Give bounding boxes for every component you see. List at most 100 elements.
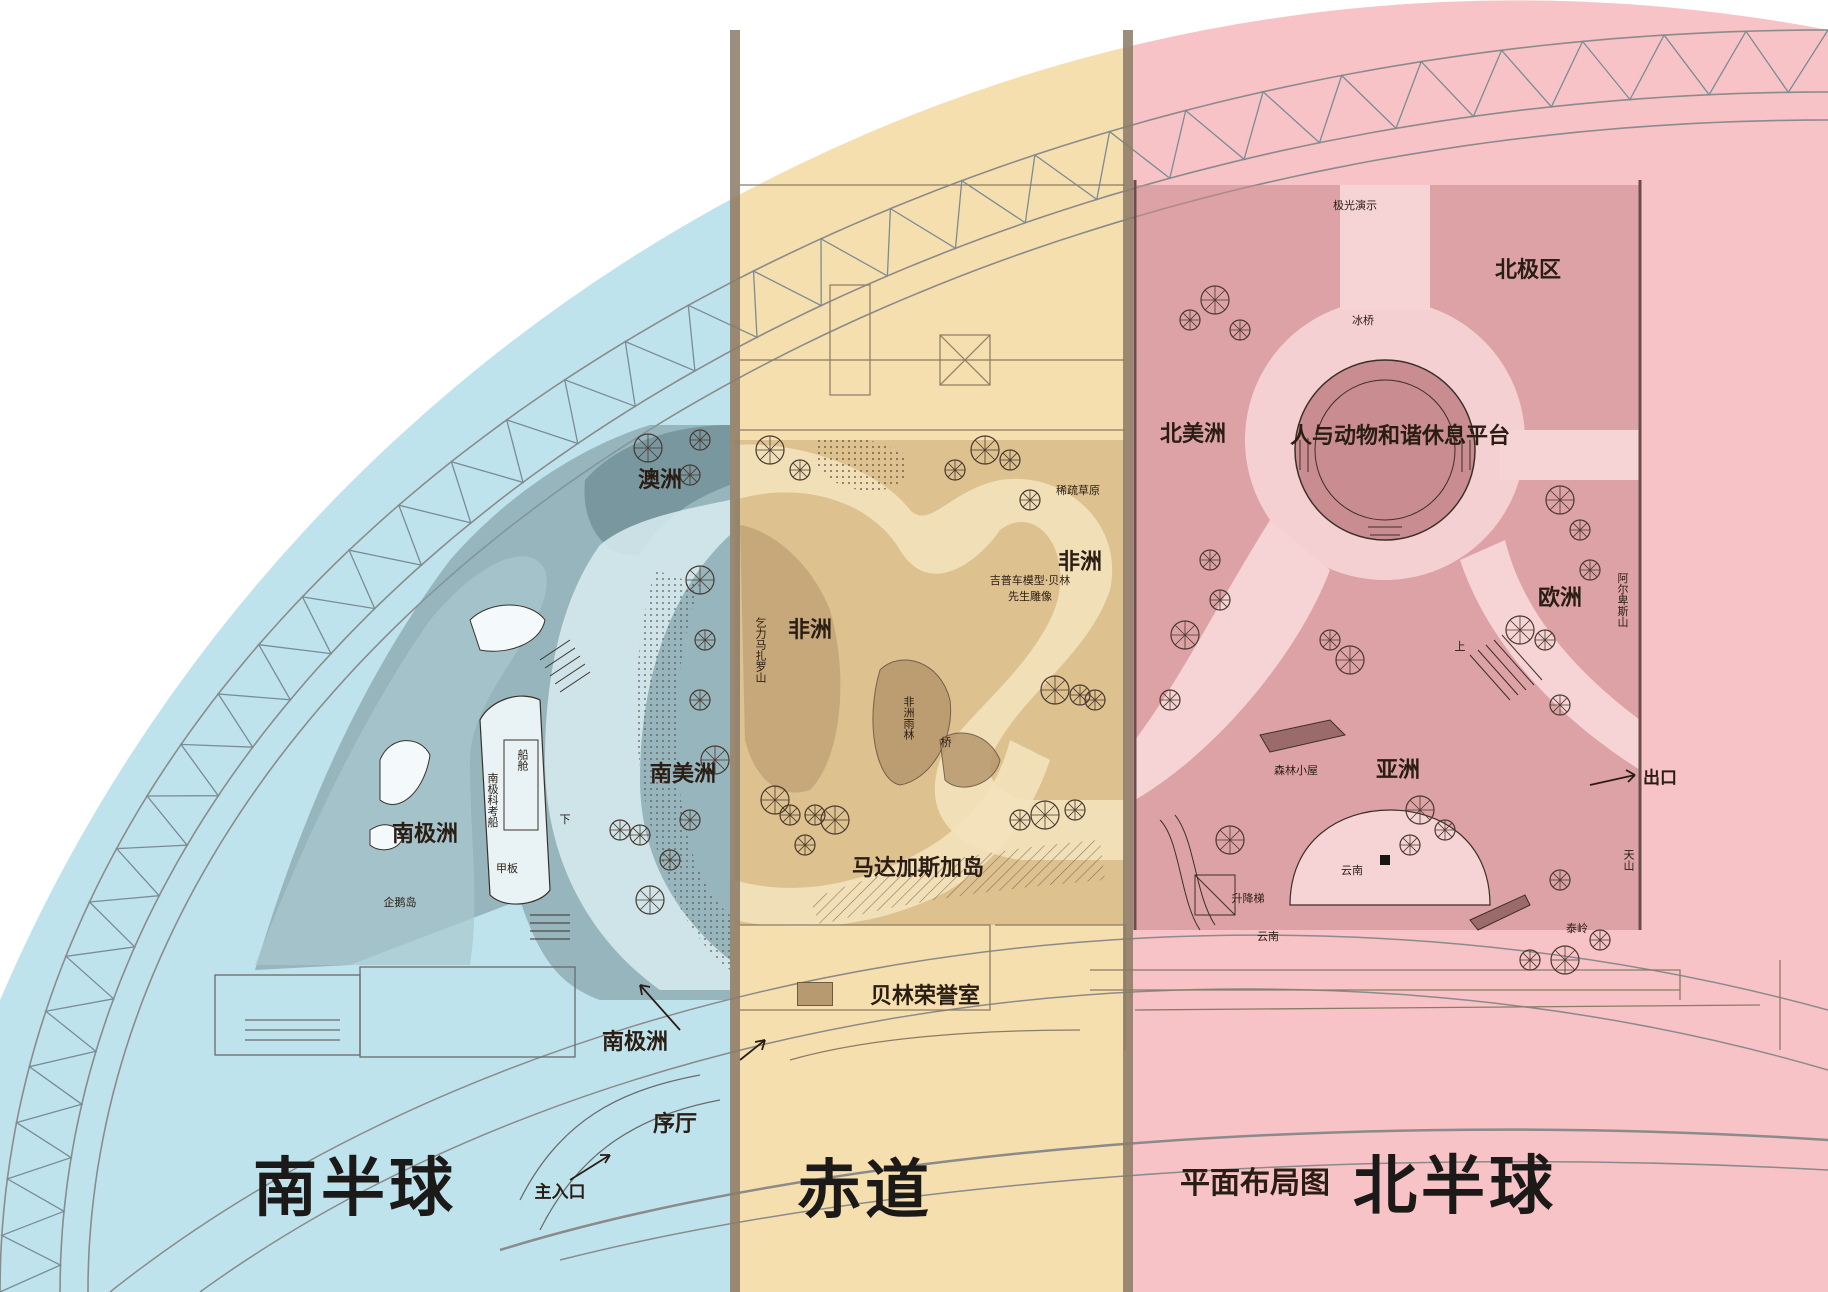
tree-icon-branch	[1212, 592, 1228, 608]
tree-icon-branch	[682, 467, 698, 483]
ship-hull	[479, 695, 551, 905]
lift-spiral	[1159, 814, 1236, 931]
label-lobby: 序厅	[652, 1111, 698, 1137]
zone-label-equator: 赤道	[797, 1154, 933, 1228]
exit-arrow	[1589, 769, 1636, 786]
yunnan-marker	[1380, 855, 1390, 865]
tree-icon-branch	[1592, 932, 1608, 948]
harmony-platform-inner	[1314, 379, 1456, 521]
label-lift: 升降梯	[1231, 892, 1265, 905]
tree-icon-branch	[1339, 649, 1361, 671]
tree-icon-branch	[764, 789, 786, 811]
tree-icon-branch	[797, 837, 813, 853]
tree-icon-branch	[692, 692, 708, 708]
tree-icon-branch	[689, 569, 711, 591]
label-north-america: 北美洲	[1159, 421, 1227, 447]
label-madagascar: 马达加斯加岛	[851, 855, 985, 881]
tree-icon-branch	[1402, 837, 1418, 853]
madagascar-zone	[810, 840, 1105, 925]
tree-icon-branch	[1522, 952, 1538, 968]
rock-blob	[939, 732, 1001, 788]
tree-icon-branch	[639, 889, 661, 911]
north-walkway-se	[1460, 540, 1640, 770]
cabin-bridge	[1259, 719, 1346, 753]
north-area	[1090, 180, 1781, 1050]
label-exit: 出口	[1643, 768, 1677, 789]
north-lower-building	[1090, 960, 1781, 1050]
tree-icon-branch	[1409, 799, 1431, 821]
south-walkway	[545, 500, 730, 990]
entrance-building	[214, 966, 721, 1231]
label-arctic: 北极区	[1494, 257, 1562, 283]
label-ship-deck: 船舱	[516, 749, 529, 771]
ship-deck	[503, 739, 539, 831]
tree-icon-branch	[1202, 552, 1218, 568]
tree-icon-branch	[1322, 632, 1338, 648]
label-antarctica: 南极洲	[391, 821, 459, 847]
tree-icon-branch	[704, 749, 726, 771]
ice-floes	[369, 604, 546, 851]
tree-icon-branch	[1437, 822, 1453, 838]
tree-icon-branch	[612, 822, 628, 838]
tree-icon-branch	[1162, 692, 1178, 708]
tree-icon-branch	[637, 437, 659, 459]
tree-icon-branch	[1067, 802, 1083, 818]
trees	[609, 285, 1611, 975]
label-alps: 阿尔卑斯山	[1616, 572, 1629, 628]
truss-arc	[0, 29, 1828, 1292]
tree-icon-branch	[807, 807, 823, 823]
tree-icon-branch	[682, 812, 698, 828]
label-ship: 南极科考船	[486, 772, 499, 828]
tree-icon-branch	[1549, 489, 1571, 511]
south-stairs	[530, 639, 591, 940]
label-down-south: 下	[559, 813, 571, 826]
tree-icon-branch	[1012, 812, 1028, 828]
tree-icon-branch	[1554, 949, 1576, 971]
tree-icon-branch	[1232, 322, 1248, 338]
north-walls	[1133, 180, 1642, 930]
south-area	[214, 425, 766, 1231]
label-ice-bridge: 冰桥	[1352, 314, 1374, 327]
lower-arcs	[109, 934, 1828, 1292]
label-africa-left: 非洲	[787, 617, 833, 643]
label-statue: 吉普车模型·贝林先生雕像	[989, 574, 1071, 603]
label-aurora: 极光演示	[1333, 199, 1377, 212]
tree-icon-branch	[1552, 872, 1568, 888]
tree-icon-branch	[1044, 679, 1066, 701]
label-taishan: 泰岭	[1566, 922, 1588, 935]
tree-icon-branch	[782, 807, 798, 823]
tree-icon-branch	[1572, 522, 1588, 538]
label-platform-south: 甲板	[496, 862, 518, 875]
equator-buildings	[740, 184, 1125, 431]
tree-icon-branch	[1174, 624, 1196, 646]
taishan-bar	[1469, 894, 1531, 931]
platform-steps	[1299, 438, 1471, 536]
label-bridge-small: 桥	[940, 736, 952, 749]
label-yunnan: 云南	[1341, 864, 1363, 877]
tree-icon-branch	[1204, 289, 1226, 311]
label-antarctica-lower: 南极洲	[601, 1029, 669, 1055]
tree-icon-branch	[1034, 804, 1056, 826]
tree-icon-branch	[697, 632, 713, 648]
plan-title: 平面布局图	[1180, 1166, 1330, 1201]
tree-icon-branch	[792, 462, 808, 478]
tree-icon-branch	[947, 462, 963, 478]
tree-icon-branch	[1537, 632, 1553, 648]
truss-zigzag	[0, 29, 1828, 1292]
tree-icon-branch	[759, 439, 781, 461]
tree-icon-branch	[632, 827, 648, 843]
label-yunnan-lower: 云南	[1257, 930, 1279, 943]
label-tianshan: 天山	[1622, 849, 1635, 871]
rainforest-blob	[872, 659, 952, 786]
label-oceania: 澳洲	[637, 467, 683, 493]
tree-icon-branch	[1219, 829, 1241, 851]
zone-label-south: 南半球	[253, 1152, 457, 1226]
tree-icon-branch	[974, 439, 996, 461]
tree-icon-branch	[1582, 562, 1598, 578]
tree-icon-branch	[1509, 619, 1531, 641]
legend-swatch	[797, 982, 833, 1006]
north-walkway-top	[1340, 185, 1430, 310]
label-penguin: 企鹅岛	[383, 896, 417, 909]
label-africa-right: 非洲	[1057, 549, 1103, 575]
